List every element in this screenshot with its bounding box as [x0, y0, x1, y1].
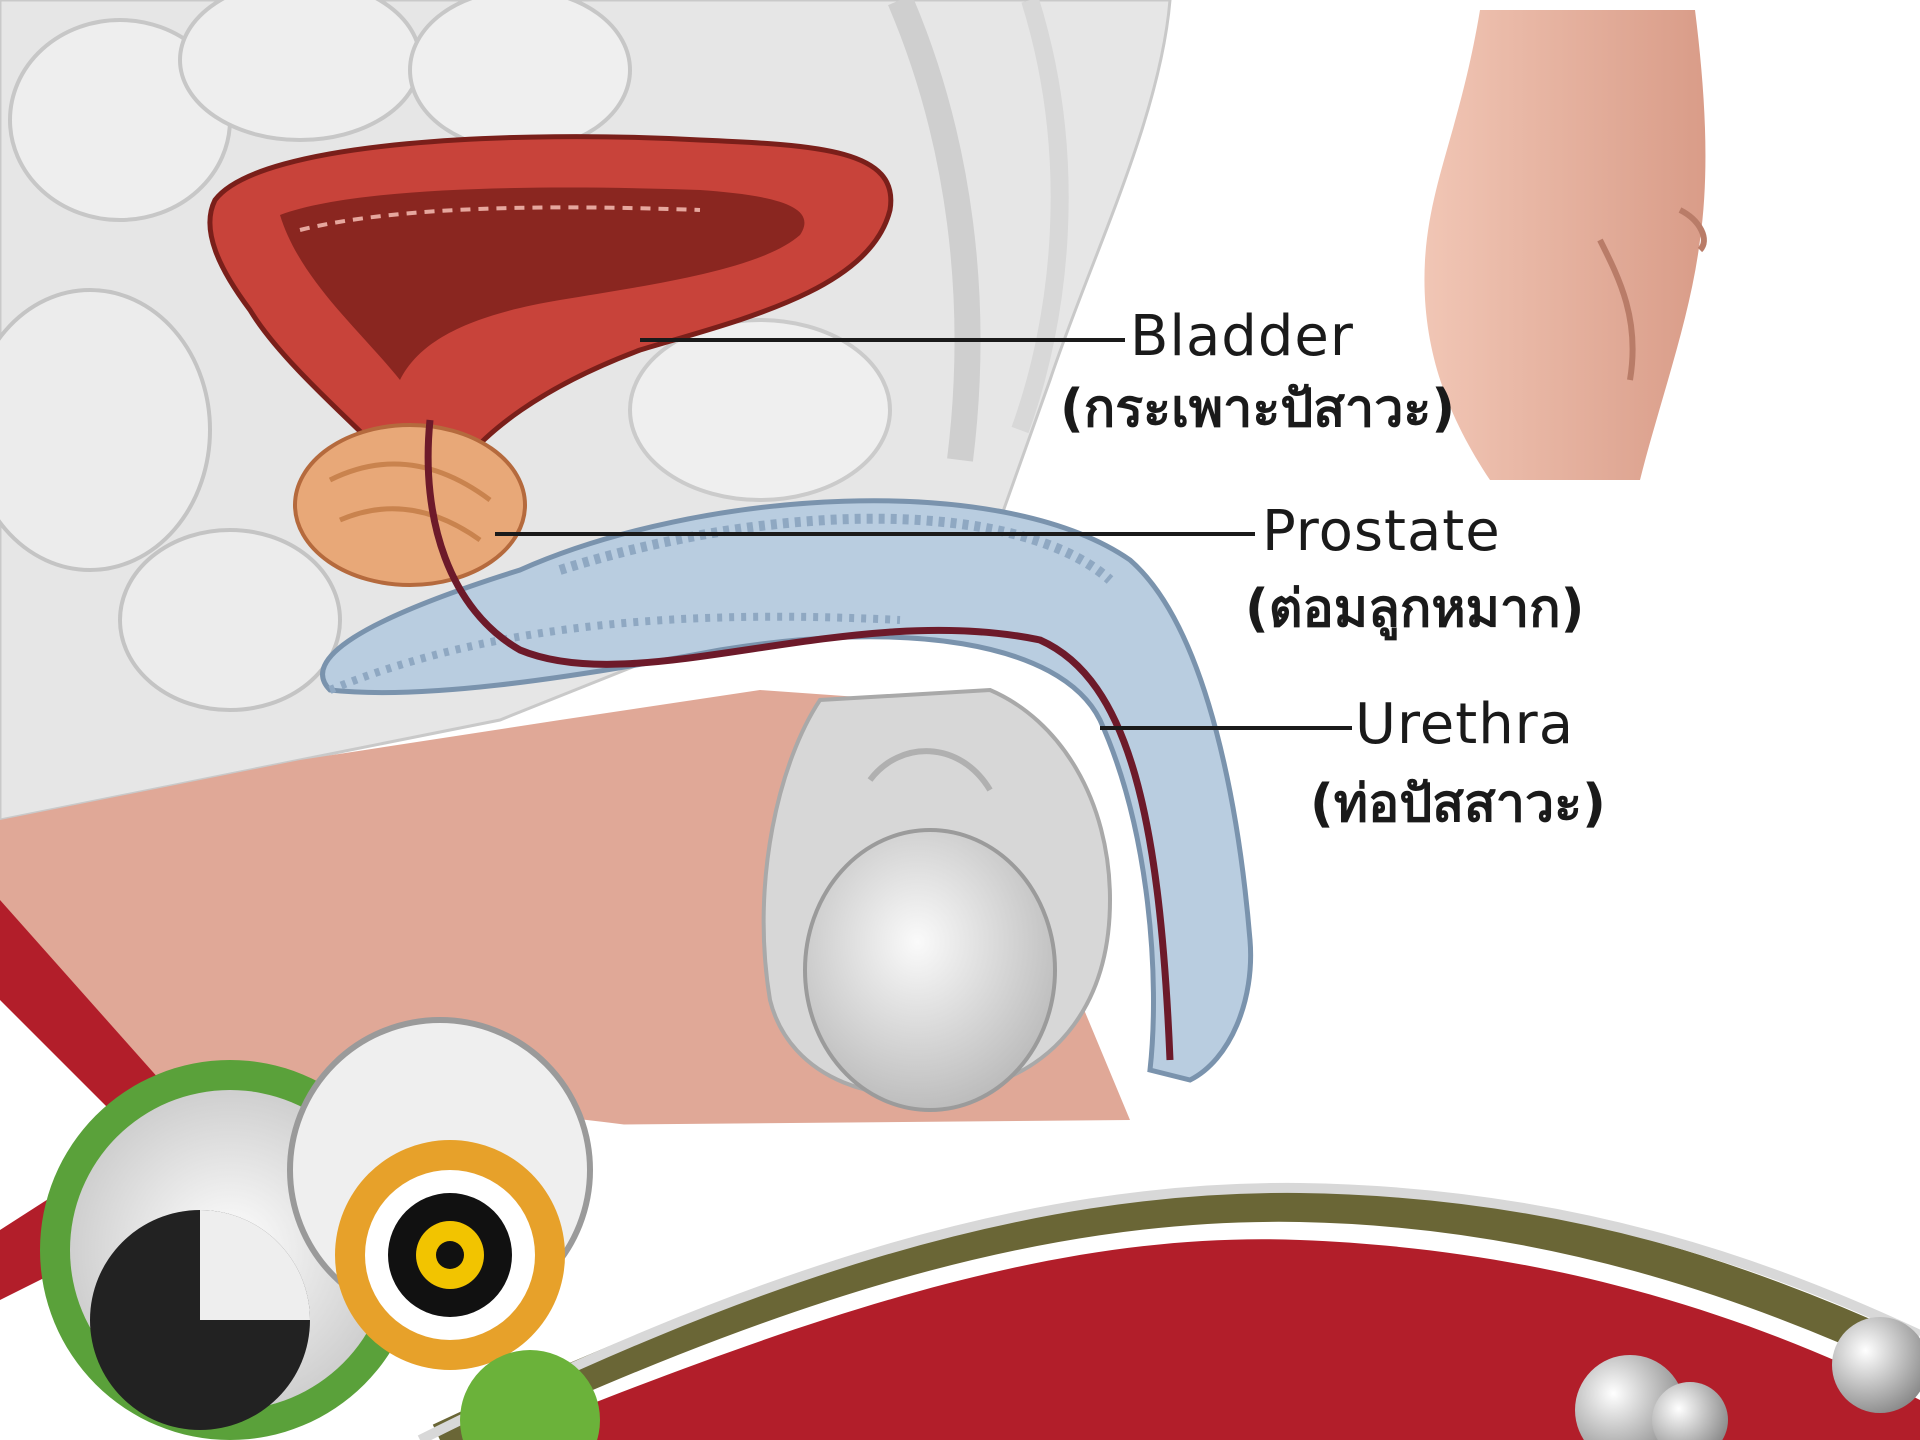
- urethra-label: Urethra: [1355, 693, 1574, 757]
- urethra-label-english: Urethra: [1355, 693, 1574, 757]
- prostate-label-thai: (ต่อมลูกหมาก): [1245, 580, 1584, 640]
- bladder-label-thai: (กระเพาะปัสาวะ): [1060, 380, 1455, 440]
- prostate-label-english: Prostate: [1262, 500, 1501, 564]
- prostate-label-thai-wrap: (ต่อมลูกหมาก): [1245, 580, 1584, 640]
- bladder-label-english: Bladder: [1130, 305, 1354, 369]
- bladder-label: Bladder: [1130, 305, 1354, 369]
- bladder-label-thai-wrap: (กระเพาะปัสาวะ): [1060, 380, 1455, 440]
- urethra-label-thai-wrap: (ท่อปัสสาวะ): [1310, 775, 1606, 835]
- urethra-label-thai: (ท่อปัสสาวะ): [1310, 775, 1606, 835]
- prostate-label: Prostate: [1262, 500, 1501, 564]
- prostate-gland: [295, 425, 525, 585]
- body-silhouette-thumbnail: [1424, 10, 1705, 480]
